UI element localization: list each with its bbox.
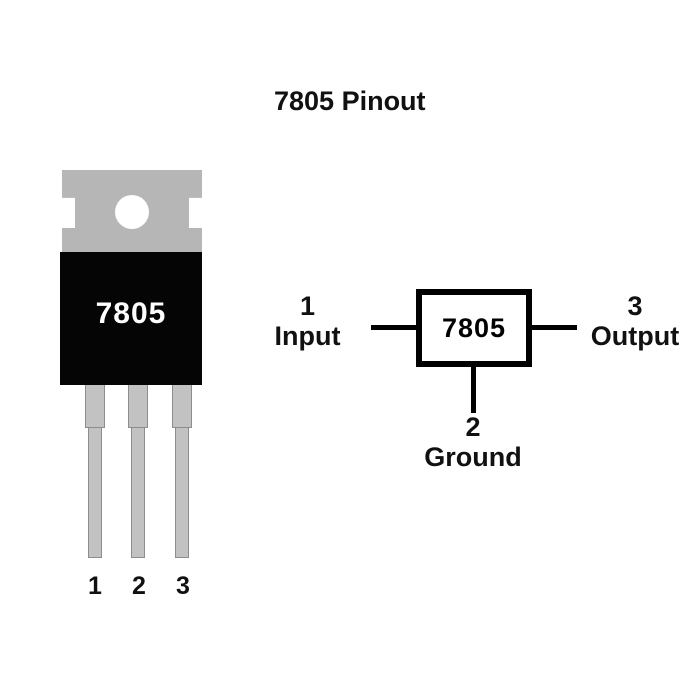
pin3-leg-shoulder	[172, 385, 192, 428]
input-pin-label: 1 Input	[250, 291, 365, 351]
input-pin-number: 1	[299, 291, 316, 321]
ground-pin-name: Ground	[424, 442, 522, 472]
chip-label: 7805	[441, 312, 507, 343]
package-body: 7805	[60, 252, 202, 385]
pin3-leg-shaft	[175, 427, 189, 558]
package-body-label: 7805	[95, 296, 167, 330]
pin1-leg-shaft	[88, 427, 102, 558]
chip-box: 7805	[416, 289, 532, 367]
input-wire	[371, 325, 416, 330]
ground-pin-label: 2 Ground	[413, 412, 533, 472]
pin-number-2: 2	[132, 572, 146, 600]
diagram-title: 7805 Pinout	[274, 86, 426, 116]
ground-pin-number: 2	[465, 412, 481, 442]
pin1-leg-shoulder	[85, 385, 105, 428]
mounting-hole	[115, 195, 149, 229]
output-pin-number: 3	[627, 291, 643, 321]
mounting-tab	[62, 170, 202, 252]
pin2-leg-shoulder	[128, 385, 148, 428]
pin-number-1: 1	[88, 572, 102, 600]
ground-wire	[471, 367, 476, 413]
output-pin-name: Output	[590, 321, 680, 351]
output-wire	[532, 325, 577, 330]
pin2-leg-shaft	[131, 427, 145, 558]
input-pin-name: Input	[274, 321, 341, 351]
pin-number-3: 3	[176, 572, 190, 600]
output-pin-label: 3 Output	[576, 291, 694, 351]
